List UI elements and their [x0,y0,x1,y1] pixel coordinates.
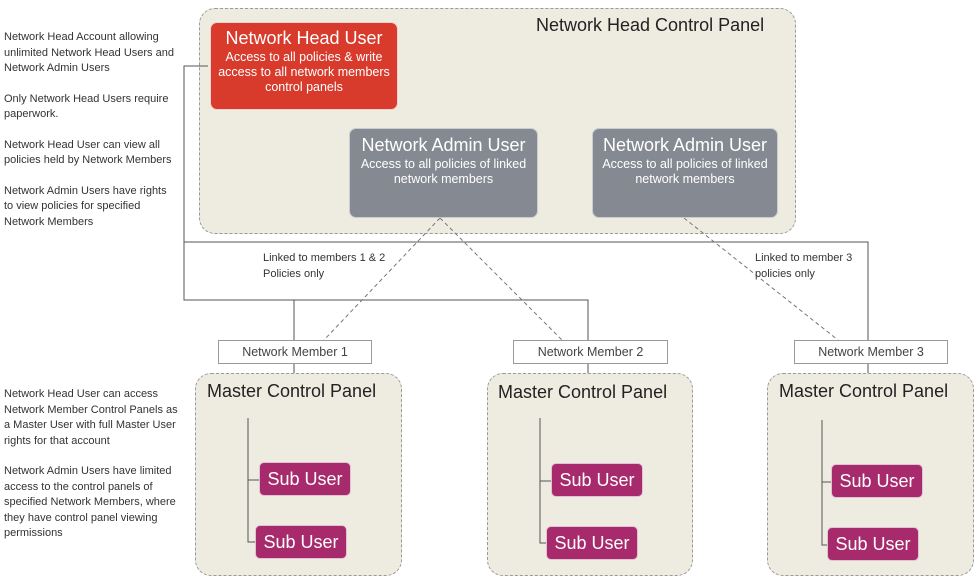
notes-bottom: Network Head User can access Network Mem… [4,387,182,557]
note-paperwork: Only Network Head Users require paperwor… [4,92,169,121]
head-bus-line [184,241,869,340]
note-admin-rights: Network Admin Users have rights to view … [4,184,167,228]
sub-user-2a: Sub User [551,463,643,497]
note-admin-access: Network Admin Users have limited access … [4,465,176,539]
network-member-label-2: Network Member 2 [513,340,668,364]
network-head-panel-title: Network Head Control Panel [536,15,765,35]
sub-user-3a: Sub User [831,464,923,498]
network-head-user-box: Network Head User Access to all policies… [210,22,398,110]
network-admin-user-desc-2: Access to all policies of linked network… [602,157,768,186]
network-head-user-desc: Access to all policies & write access to… [218,50,390,94]
network-member-label-3: Network Member 3 [794,340,948,364]
network-admin-user-title-1: Network Admin User [361,135,526,155]
master-panel-title-2: Master Control Panel [498,382,668,402]
sub-user-3b: Sub User [827,527,919,561]
tree-1 [247,418,258,543]
note-head-access: Network Head User can access Network Mem… [4,388,178,447]
member2-line [294,299,589,340]
network-admin-user-desc-1: Access to all policies of linked network… [360,157,527,186]
note-bracket [183,65,295,340]
link-label-admin-2: Linked to member 3 policies only [755,252,853,280]
sub-user-1a: Sub User [259,462,351,496]
notes-top: Network Head Account allowing unlimited … [4,30,176,245]
note-head-account: Network Head Account allowing unlimited … [4,31,174,74]
network-admin-user-title-2: Network Admin User [602,135,768,155]
admin2-link-member3 [683,217,839,341]
master-panel-title-3: Master Control Panel [779,381,949,401]
admin1-link-member1 [323,217,441,341]
sub-user-2b: Sub User [546,526,638,560]
note-head-view: Network Head User can view all policies … [4,138,172,167]
network-member-label-1: Network Member 1 [218,340,372,364]
master-panel-title-1: Master Control Panel [207,381,377,401]
link-label-admin-1: Linked to members 1 & 2 Policies only [263,252,386,280]
network-head-user-title: Network Head User [225,28,383,48]
network-admin-user-box-2: Network Admin User Access to all policie… [592,128,778,218]
sub-user-1b: Sub User [255,525,347,559]
admin1-link-member2 [439,217,563,341]
network-admin-user-box-1: Network Admin User Access to all policie… [349,128,538,218]
